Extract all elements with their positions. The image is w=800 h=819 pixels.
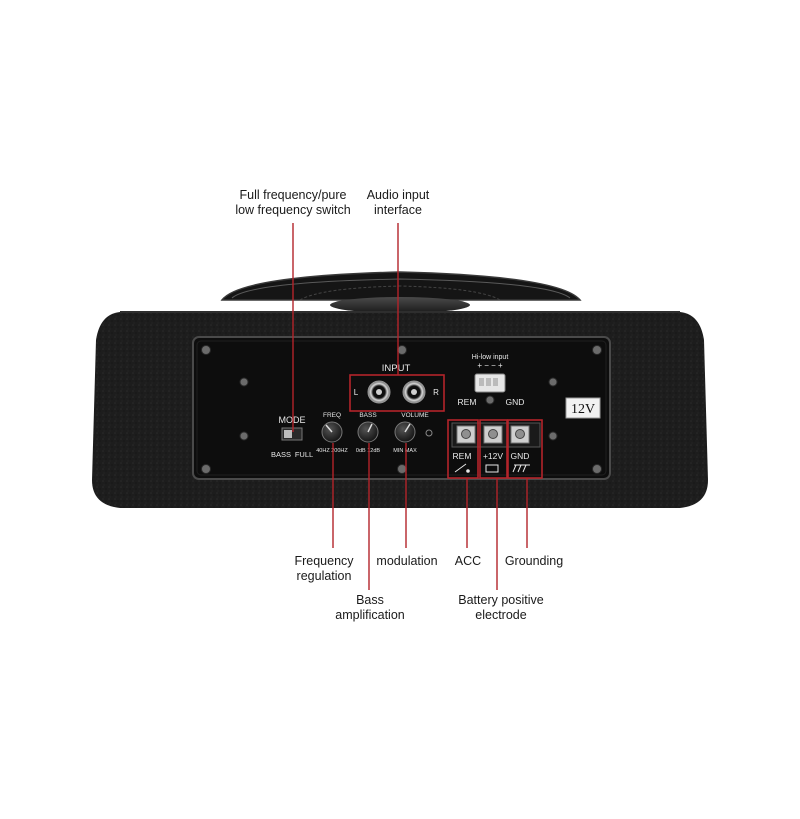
hilow-title: Hi-low input xyxy=(472,354,509,361)
freq-title: FREQ xyxy=(323,412,341,419)
input-title: INPUT xyxy=(382,363,411,374)
rca-right-pin xyxy=(411,389,417,395)
gnd-highlight-box xyxy=(507,419,543,479)
mode-full-label: FULL xyxy=(295,450,313,459)
bass-title: BASS xyxy=(359,412,377,419)
input-left-label: L xyxy=(354,388,359,397)
hilow-gnd-label: GND xyxy=(506,397,525,407)
battery-symbol-icon xyxy=(485,464,499,473)
callout-grounding: Grounding xyxy=(504,554,564,568)
power-terminal-block xyxy=(451,422,541,448)
hilow-signs: + − − + xyxy=(477,361,503,370)
ground-symbol-icon xyxy=(512,464,530,473)
speaker-grille xyxy=(220,271,582,313)
mode-switch-slider[interactable] xyxy=(284,430,292,438)
terminal-rem-label: REM xyxy=(453,451,472,461)
terminal-12v-label: +12V xyxy=(483,451,503,461)
switch-symbol-icon xyxy=(454,463,467,473)
input-right-label: R xyxy=(433,388,439,397)
callout-mode-switch: Full frequency/pure low frequency switch xyxy=(235,188,351,217)
control-panel xyxy=(192,336,611,480)
bass-range: 0dB 12dB xyxy=(356,448,380,454)
mode-bass-label: BASS xyxy=(271,450,291,459)
panel-screws xyxy=(201,345,602,474)
callout-acc: ACC xyxy=(454,554,482,568)
voltage-badge xyxy=(565,397,601,419)
rca-left-pin xyxy=(376,389,382,395)
callout-bass-amplification: Bass amplification xyxy=(335,593,405,622)
input-highlight-box xyxy=(349,374,445,412)
12v-highlight-box xyxy=(479,419,508,479)
power-led xyxy=(425,429,433,437)
callout-modulation: modulation xyxy=(376,554,438,568)
hilow-rem-label: REM xyxy=(458,397,477,407)
terminal-gnd-label: GND xyxy=(511,451,530,461)
hilow-screw xyxy=(485,395,495,405)
callout-audio-input: Audio input interface xyxy=(366,188,430,217)
volume-title: VOLUME xyxy=(401,412,429,419)
rem-highlight-box xyxy=(447,419,479,479)
voltage-badge-text: 12V xyxy=(571,402,595,417)
volume-range: MIN MAX xyxy=(393,448,417,454)
callout-battery-positive: Battery positive electrode xyxy=(458,593,544,622)
callout-frequency-regulation: Frequency regulation xyxy=(294,554,354,583)
mode-title: MODE xyxy=(279,415,306,425)
